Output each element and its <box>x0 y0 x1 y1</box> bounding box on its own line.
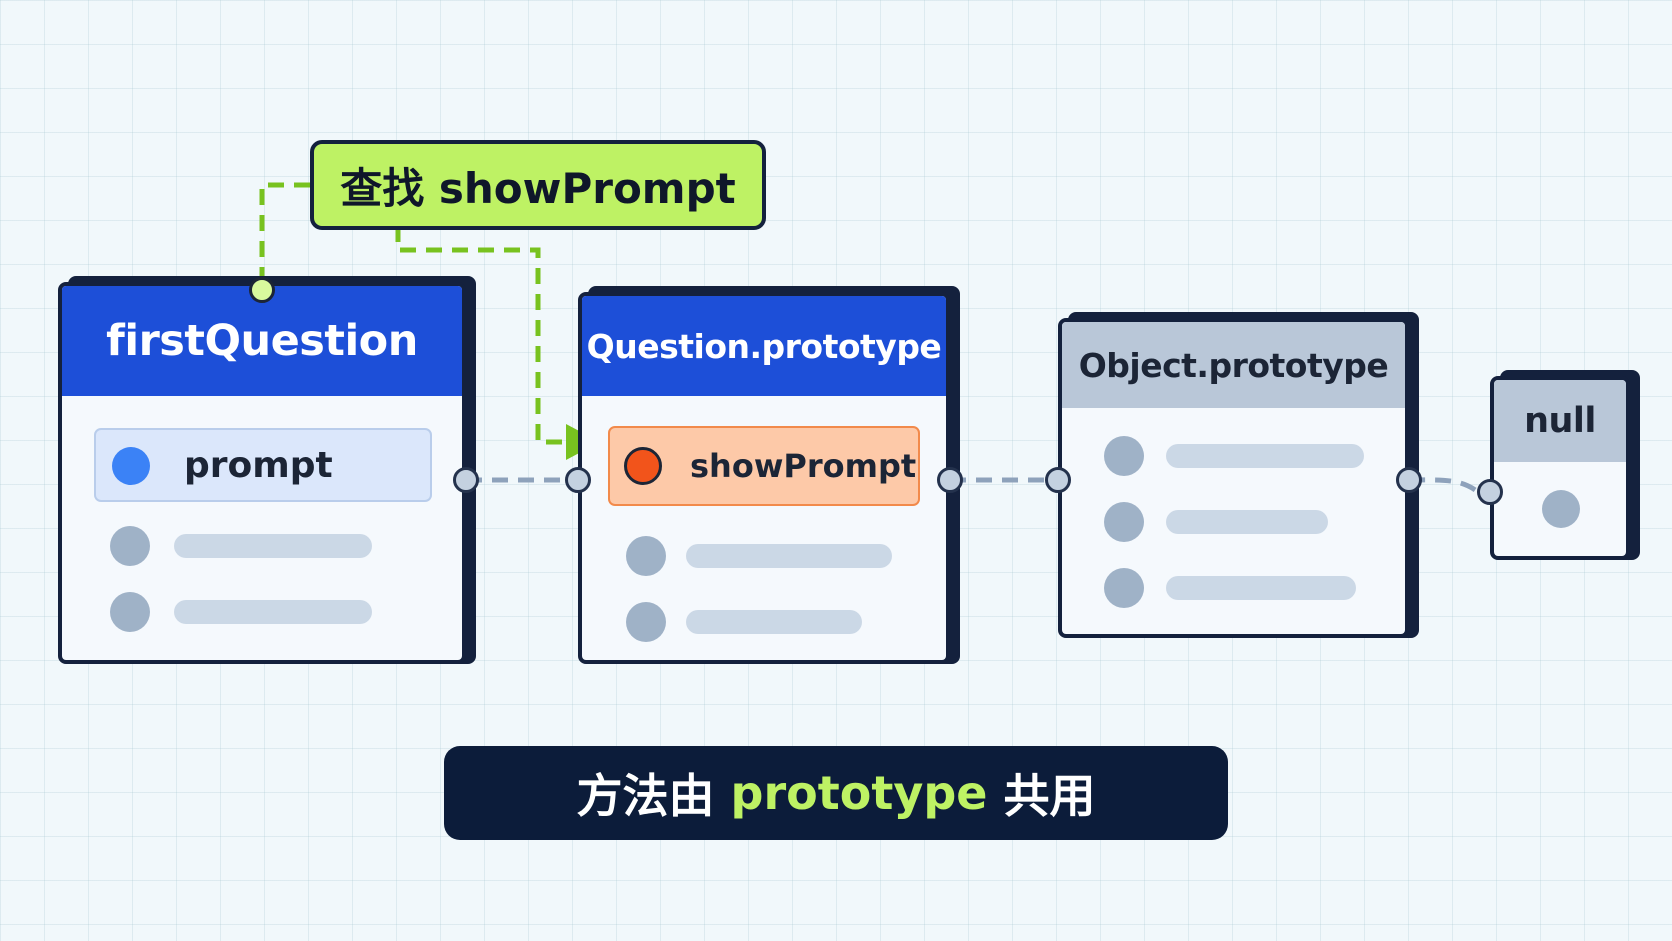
chain-port-icon <box>249 277 275 303</box>
chain-port-icon <box>937 467 963 493</box>
object-card-object-prototype: Object.prototype <box>1058 318 1409 638</box>
member-dot-icon <box>1104 502 1144 542</box>
chain-port-icon <box>1045 467 1071 493</box>
chain-port-icon <box>453 467 479 493</box>
member-row-prompt: prompt <box>94 428 432 502</box>
member-dot-icon <box>626 602 666 642</box>
member-label: prompt <box>184 444 333 486</box>
object-card-null: null <box>1490 376 1630 560</box>
member-placeholder-bar <box>1166 576 1356 600</box>
member-dot-icon <box>626 536 666 576</box>
chain-port-icon <box>565 467 591 493</box>
caption-banner: 方法由 prototype 共用 <box>444 746 1228 840</box>
chain-port-icon <box>1477 479 1503 505</box>
member-label: showPrompt <box>690 447 917 485</box>
member-dot-icon <box>1542 490 1580 528</box>
caption-highlight: prototype <box>730 766 988 820</box>
member-placeholder-bar <box>1166 510 1328 534</box>
object-card-firstQuestion: firstQuestion prompt <box>58 282 466 664</box>
object-card-title: null <box>1494 380 1626 462</box>
member-placeholder-bar <box>686 544 892 568</box>
lookup-link-to-method <box>395 226 575 445</box>
object-card-title: Object.prototype <box>1062 322 1405 408</box>
member-row-showPrompt: showPrompt <box>608 426 920 506</box>
caption-suffix: 共用 <box>1003 769 1096 823</box>
lookup-label: 查找 showPrompt <box>310 140 766 230</box>
object-card-title: firstQuestion <box>62 286 462 396</box>
chain-port-icon <box>1396 467 1422 493</box>
member-dot-icon <box>1104 568 1144 608</box>
object-card-title: Question.prototype <box>582 296 946 396</box>
caption-prefix: 方法由 <box>576 769 715 823</box>
member-dot-icon <box>624 447 662 485</box>
member-placeholder-bar <box>686 610 862 634</box>
member-dot-icon <box>110 526 150 566</box>
lookup-link-to-instance <box>259 182 310 288</box>
member-dot-icon <box>110 592 150 632</box>
member-placeholder-bar <box>174 534 372 558</box>
member-dot-icon <box>1104 436 1144 476</box>
member-placeholder-bar <box>1166 444 1364 468</box>
member-dot-icon <box>112 447 150 485</box>
member-placeholder-bar <box>174 600 372 624</box>
object-card-question-prototype: Question.prototype showPrompt <box>578 292 950 664</box>
